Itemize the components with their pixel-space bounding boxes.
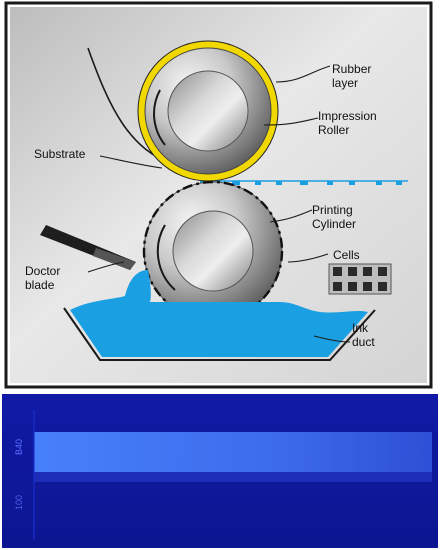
ink-splash (125, 270, 151, 302)
photo-panel: B40 100 (2, 394, 438, 548)
impression-roller-arrow (153, 89, 166, 146)
ink-pool (70, 294, 368, 357)
photo-side-text-bottom: 100 (14, 495, 24, 510)
photo-side-text-top: B40 (14, 439, 24, 455)
label-cells: Cells (333, 248, 360, 262)
printing-cylinder (142, 180, 284, 322)
impression-roller-core (167, 70, 249, 152)
ink-duct-tray (63, 307, 376, 361)
ink-duct (63, 270, 376, 361)
printing-cylinder-arrow (156, 224, 176, 291)
cells-grid (328, 263, 392, 295)
photo-band-lower (34, 472, 432, 482)
doctor-blade-tip (93, 248, 136, 270)
leader-lines (87, 65, 351, 343)
printing-cylinder-core (172, 210, 254, 292)
photo-bright-band (34, 432, 432, 472)
label-substrate: Substrate (34, 147, 86, 161)
impression-roller (137, 40, 279, 182)
doctor-blade (40, 225, 136, 270)
